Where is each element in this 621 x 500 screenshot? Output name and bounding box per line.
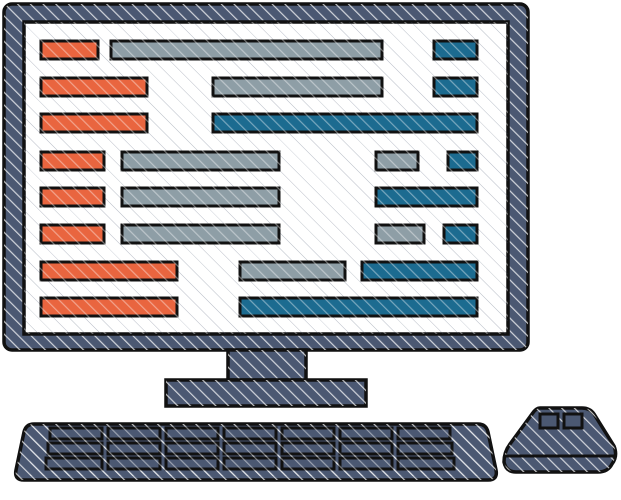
monitor-stand: [164, 348, 368, 408]
mouse-icon: [502, 406, 618, 474]
mouse-right-button: [562, 412, 584, 430]
monitor-icon: [2, 2, 530, 352]
keyboard-icon: [13, 422, 499, 482]
mouse-left-button: [538, 412, 560, 430]
